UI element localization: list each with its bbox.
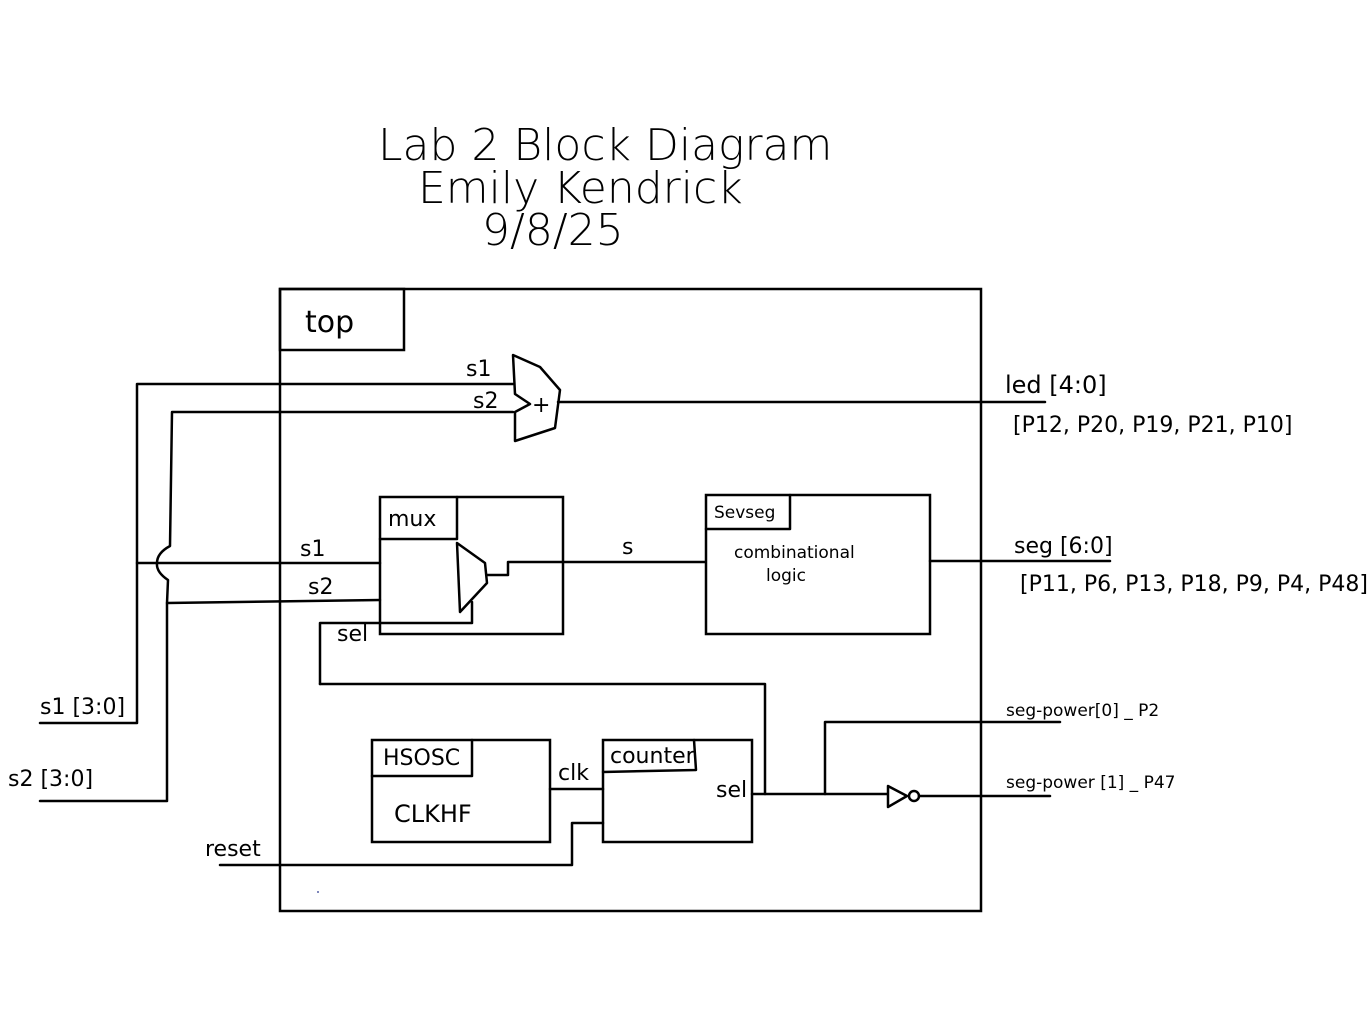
diagram-date: 9/8/25 — [482, 205, 624, 256]
seg-power-0-wire — [823, 720, 1062, 796]
inverter-icon — [886, 784, 909, 809]
sevseg-block: Sevseg combinational logic — [704, 493, 1112, 636]
counter-block-boundary — [601, 738, 754, 844]
top-module-label-box — [278, 287, 406, 352]
sevseg-block-boundary — [704, 493, 932, 636]
sevseg-label-box — [704, 493, 792, 531]
title-block: Lab 2 Block Diagram Emily Kendrick 9/8/2… — [378, 120, 832, 256]
adder-shape — [511, 353, 562, 443]
counter-sel-wiring — [318, 682, 1062, 809]
author-name: Emily Kendrick — [418, 163, 743, 214]
diagram-title: Lab 2 Block Diagram — [378, 120, 832, 171]
seg-power-1-label: seg-power [1] _ P47 — [1006, 773, 1175, 793]
input-s2-wire — [38, 410, 515, 803]
mux-label-box — [378, 495, 459, 541]
counter-output-label: sel — [716, 778, 747, 803]
seg-power-0-label: seg-power[0] _ P2 — [1006, 701, 1159, 721]
mux-select-wire — [318, 600, 474, 686]
counter-block-label: counter — [610, 744, 696, 769]
seg-output-label: seg [6:0] — [1014, 534, 1113, 559]
mux-output-label: s — [622, 535, 633, 560]
mux-block-boundary — [378, 495, 565, 636]
mux-block: mux s1 s2 sel s — [300, 495, 707, 686]
hsosc-inner-label: CLKHF — [394, 800, 472, 828]
input-s1-label: s1 [3:0] — [40, 695, 125, 720]
sevseg-block-label: Sevseg — [714, 503, 775, 523]
hsosc-block: HSOSC CLKHF clk — [370, 738, 605, 844]
stray-dot — [317, 891, 319, 893]
sevseg-description-line1: combinational — [734, 543, 855, 563]
led-output-label: led [4:0] — [1005, 371, 1107, 399]
clk-label: clk — [558, 761, 589, 786]
adder-input-s1-label: s1 — [466, 357, 491, 382]
mux-select-label: sel — [337, 622, 368, 647]
sevseg-description-line2: logic — [766, 566, 806, 586]
mux-input-s1-label: s1 — [300, 537, 325, 562]
led-pin-list: [P12, P20, P19, P21, P10] — [1013, 413, 1292, 438]
hsosc-block-boundary — [370, 738, 552, 844]
inverter-bubble-icon — [907, 789, 921, 803]
reset-label: reset — [205, 837, 261, 862]
top-module-label: top — [305, 305, 354, 340]
adder-symbol: + — [532, 393, 550, 418]
hsosc-label-box — [370, 738, 474, 778]
hsosc-block-label: HSOSC — [383, 746, 460, 771]
counter-block: counter sel — [601, 738, 754, 844]
mux-shape — [455, 541, 489, 614]
adder: + s1 s2 — [466, 353, 1047, 443]
mux-block-label: mux — [388, 507, 436, 532]
seg-pin-list: [P11, P6, P13, P18, P9, P4, P48] — [1020, 572, 1368, 597]
top-module: top — [278, 287, 983, 913]
mux-input-s2-label: s2 — [308, 575, 333, 600]
input-s2-label: s2 [3:0] — [8, 767, 93, 792]
mux-output-wire — [485, 560, 707, 577]
counter-label-box — [601, 738, 698, 774]
input-s1-wire — [38, 382, 515, 725]
adder-input-s2-label: s2 — [473, 389, 498, 414]
top-module-boundary — [278, 287, 983, 913]
reset-wire — [218, 821, 605, 867]
